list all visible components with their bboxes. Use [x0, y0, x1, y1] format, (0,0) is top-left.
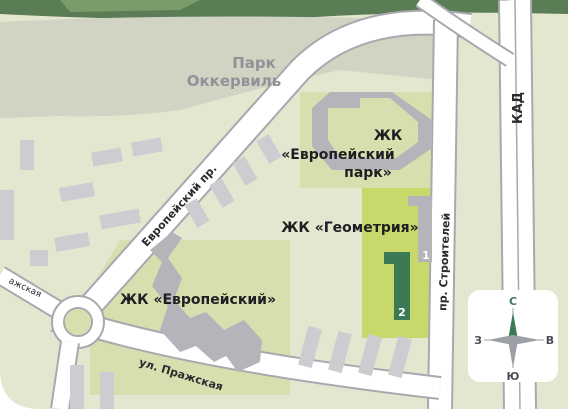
building-2-tag	[395, 302, 409, 320]
compass: С Ю З В	[468, 290, 558, 383]
building-evropeyskiy	[150, 232, 262, 372]
building-1-tag	[420, 246, 432, 262]
roundabout-center	[65, 309, 91, 335]
label-evropeyskiy-park-line3: парк»	[344, 165, 392, 181]
label-evropeyskiy-park-line1: ЖК	[374, 128, 403, 144]
building-1-number: 1	[422, 249, 430, 262]
building-2-number: 2	[398, 306, 406, 319]
buildings-left	[0, 134, 282, 266]
street-kad: КАД	[511, 92, 526, 124]
compass-south-arrow	[508, 340, 518, 368]
building-evropeyskiy-park	[312, 92, 432, 170]
building-1	[408, 196, 432, 262]
compass-north-arrow	[508, 312, 518, 340]
compass-south-label: Ю	[507, 370, 520, 383]
compass-north-label: С	[509, 295, 517, 308]
compass-east-arrow	[513, 335, 540, 345]
road-stroiteley	[429, 19, 457, 409]
park-label-line2: Оккервиль	[187, 72, 282, 90]
road-connector	[416, 0, 514, 66]
compass-east-label: В	[546, 334, 554, 347]
road-south	[52, 340, 78, 409]
buildings-south	[70, 325, 412, 409]
satellite-patch	[60, 0, 200, 12]
street-stroiteley: пр. Строителей	[436, 213, 452, 312]
roundabout	[53, 297, 103, 347]
label-evropeyskiy-park-line2: «Европейский	[281, 147, 395, 163]
label-geometriya: ЖК «Геометрия»	[281, 220, 418, 236]
compass-west-arrow	[488, 335, 513, 345]
label-evropeyskiy: ЖК «Европейский»	[120, 292, 276, 308]
compass-west-label: З	[474, 334, 482, 347]
park-label-line1: Парк	[232, 54, 276, 72]
label-evropeyskiy-park: ЖК «Европейский парк»	[281, 128, 403, 181]
